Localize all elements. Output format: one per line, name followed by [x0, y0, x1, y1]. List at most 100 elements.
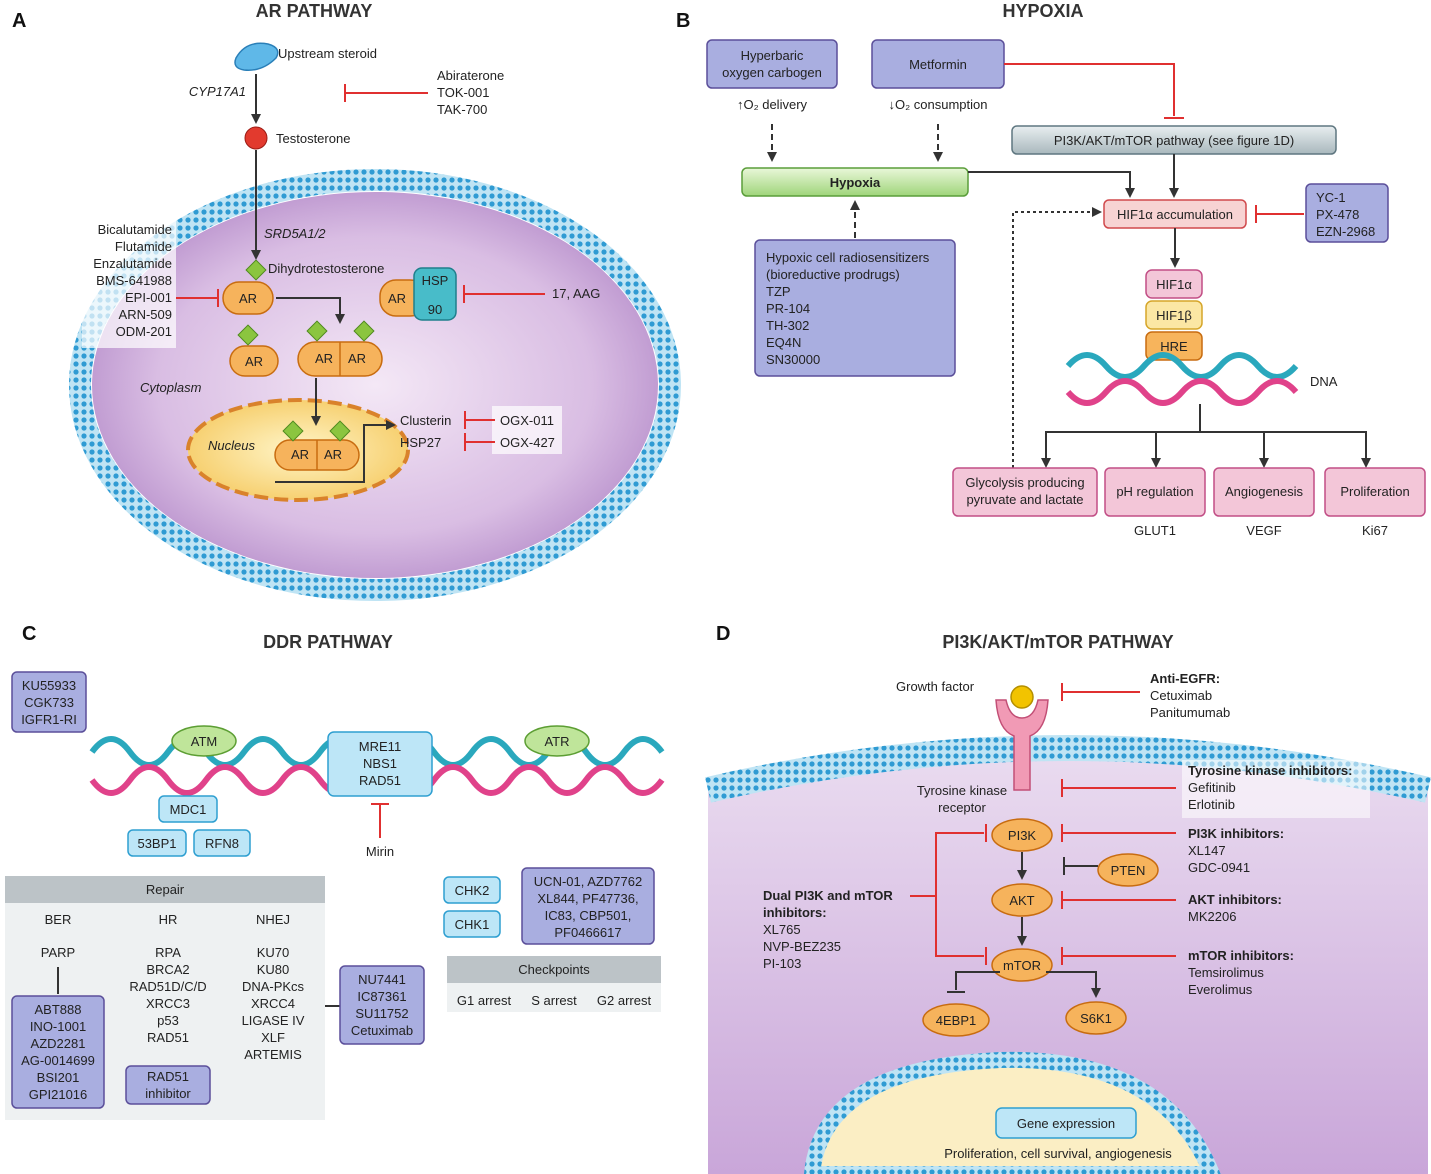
mrn-complex: [327, 731, 433, 797]
testosterone-label: Testosterone: [276, 131, 350, 146]
panel-letter-a: A: [12, 10, 26, 32]
svg-text:Erlotinib: Erlotinib: [1188, 797, 1235, 812]
svg-text:PX-478: PX-478: [1316, 207, 1359, 222]
ddr-pathway-title: DDR PATHWAY: [263, 632, 393, 652]
svg-text:SU11752: SU11752: [355, 1006, 408, 1021]
svg-text:KU55933: KU55933: [22, 678, 76, 693]
atm-node: [171, 725, 237, 757]
svg-text:KU70: KU70: [257, 945, 290, 960]
svg-text:MRE11: MRE11: [359, 739, 401, 754]
svg-text:S6K1: S6K1: [1080, 1011, 1112, 1026]
svg-text:PF0466617: PF0466617: [554, 925, 621, 940]
svg-text:Hypoxic cell radiosensitizers: Hypoxic cell radiosensitizers: [766, 250, 930, 265]
svg-text:Angiogenesis: Angiogenesis: [1225, 484, 1304, 499]
svg-text:RPA: RPA: [155, 945, 181, 960]
atm-inhibitors-box: [11, 671, 87, 733]
svg-text:(bioreductive prodrugs): (bioreductive prodrugs): [766, 267, 900, 282]
svg-text:MK2206: MK2206: [1188, 909, 1236, 924]
panel-letter-c: C: [22, 623, 36, 645]
cytoplasm-label: Cytoplasm: [140, 380, 202, 395]
svg-text:G1 arrest: G1 arrest: [457, 993, 512, 1008]
svg-text:DNA-PKcs: DNA-PKcs: [242, 979, 305, 994]
svg-text:XL147: XL147: [1188, 843, 1226, 858]
dht-icon: [245, 259, 267, 281]
svg-text:BSI201: BSI201: [37, 1070, 80, 1085]
svg-text:Cetuximab: Cetuximab: [351, 1023, 413, 1038]
svg-text:Everolimus: Everolimus: [1188, 982, 1253, 997]
flutamide-label: Flutamide: [115, 239, 172, 254]
svg-text:AR: AR: [245, 354, 263, 369]
ar-label: AR: [239, 291, 257, 306]
pi3k-node: [991, 818, 1053, 852]
svg-text:RAD51: RAD51: [147, 1030, 189, 1045]
dht-label: Dihydrotestosterone: [268, 261, 384, 276]
hif-inhibitors-box: [1305, 183, 1389, 243]
svg-text:53BP1: 53BP1: [137, 836, 176, 851]
svg-text:NHEJ: NHEJ: [256, 912, 290, 927]
svg-text:BRCA2: BRCA2: [146, 962, 189, 977]
svg-text:AR: AR: [315, 351, 333, 366]
dna-label: DNA: [1310, 374, 1338, 389]
svg-text:PI3K inhibitors:: PI3K inhibitors:: [1188, 826, 1284, 841]
svg-text:Proliferation: Proliferation: [1340, 484, 1409, 499]
cell-membrane: [69, 169, 681, 601]
svg-text:XRCC3: XRCC3: [146, 996, 190, 1011]
chk1-box: [443, 910, 501, 938]
svg-text:receptor: receptor: [938, 800, 986, 815]
repair-header: Repair: [146, 882, 185, 897]
svg-text:PR-104: PR-104: [766, 301, 810, 316]
svg-text:AR: AR: [348, 351, 366, 366]
svg-text:NVP-BEZ235: NVP-BEZ235: [763, 939, 841, 954]
arrow-transcription: [275, 420, 396, 483]
svg-text:RFN8: RFN8: [205, 836, 239, 851]
proliferation-box: [1324, 467, 1426, 517]
growth-factor-icon: [1010, 685, 1034, 709]
svg-text:UCN-01, AZD7762: UCN-01, AZD7762: [534, 874, 642, 889]
17aag-label: 17, AAG: [552, 286, 600, 301]
svg-text:S arrest: S arrest: [531, 993, 577, 1008]
svg-text:HIF1β: HIF1β: [1156, 308, 1192, 323]
dnapk-inhibitors-box: [339, 965, 425, 1045]
svg-text:AKT inhibitors:: AKT inhibitors:: [1188, 892, 1282, 907]
svg-text:mTOR inhibitors:: mTOR inhibitors:: [1188, 948, 1294, 963]
svg-text:Tyrosine kinase: Tyrosine kinase: [917, 783, 1007, 798]
svg-text:PI-103: PI-103: [763, 956, 801, 971]
chk-inhibitors-box: [521, 867, 655, 945]
svg-text:XL765: XL765: [763, 922, 801, 937]
tok001-label: TOK-001: [437, 85, 490, 100]
svg-text:TH-302: TH-302: [766, 318, 809, 333]
ph-regulation-box: [1104, 467, 1206, 517]
vegf-label: VEGF: [1246, 523, 1281, 538]
svg-text:AR: AR: [291, 447, 309, 462]
svg-text:inhibitor: inhibitor: [145, 1086, 191, 1101]
svg-text:XLF: XLF: [261, 1030, 285, 1045]
svg-text:Hypoxia: Hypoxia: [830, 175, 881, 190]
svg-text:KU80: KU80: [257, 962, 290, 977]
akt-node: [991, 883, 1053, 917]
svg-text:Hyperbaric: Hyperbaric: [741, 48, 804, 63]
svg-text:RAD51: RAD51: [147, 1069, 189, 1084]
svg-text:YC-1: YC-1: [1316, 190, 1346, 205]
svg-text:GPI21016: GPI21016: [29, 1087, 88, 1102]
outcome-label: Proliferation, cell survival, angiogenes…: [944, 1146, 1172, 1161]
parp-inhibitors-box: [11, 995, 105, 1109]
svg-text:LIGASE IV: LIGASE IV: [242, 1013, 305, 1028]
svg-text:RAD51: RAD51: [359, 773, 401, 788]
svg-text:oxygen carbogen: oxygen carbogen: [722, 65, 822, 80]
feedback-dotted: [1012, 207, 1102, 468]
steroid-icon: [234, 42, 279, 71]
svg-text:AKT: AKT: [1009, 893, 1034, 908]
svg-text:ARTEMIS: ARTEMIS: [244, 1047, 302, 1062]
svg-text:Panitumumab: Panitumumab: [1150, 705, 1230, 720]
hypoxia-bar: [741, 167, 969, 197]
svg-text:HIF1α accumulation: HIF1α accumulation: [1117, 207, 1233, 222]
hsp-label: HSP: [422, 273, 449, 288]
cyp17a1-label: CYP17A1: [189, 84, 246, 99]
clusterin-label: Clusterin: [400, 413, 451, 428]
svg-text:Temsirolimus: Temsirolimus: [1188, 965, 1264, 980]
svg-text:IGFR1-RI: IGFR1-RI: [21, 712, 77, 727]
panel-letter-d: D: [716, 623, 730, 645]
svg-text:RAD51D/C/D: RAD51D/C/D: [129, 979, 206, 994]
hsp27-label: HSP27: [400, 435, 441, 450]
bms641988-label: BMS-641988: [96, 273, 172, 288]
